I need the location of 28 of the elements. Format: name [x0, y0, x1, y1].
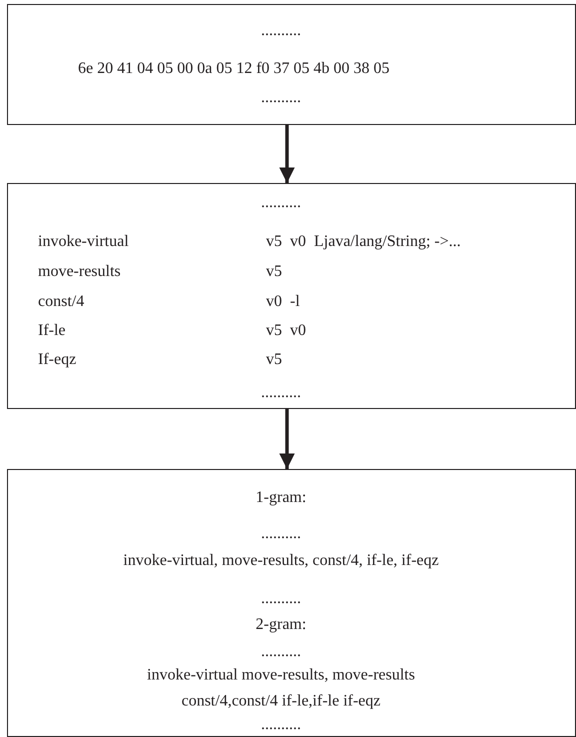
- node-text: ..........: [260, 193, 302, 214]
- node-text: invoke-virtual: [38, 232, 129, 252]
- node-text: v5: [266, 350, 282, 370]
- node-text: 6e 20 41 04 05 00 0a 05 12 f0 37 05 4b 00 38 05: [78, 59, 390, 80]
- node-text: ..........: [260, 715, 302, 736]
- node-text: invoke-virtual move-results, move-results const/4,const/4 if-le,if-le if-eqz: [146, 665, 416, 711]
- arrow: [279, 409, 295, 469]
- node-text: 2-gram:: [254, 615, 308, 636]
- node-text: ..........: [260, 21, 302, 42]
- node-text: const/4: [38, 292, 84, 312]
- node-text: ..........: [260, 524, 302, 544]
- node-text: invoke-virtual, move-results, const/4, if-le, if-eqz: [122, 551, 440, 572]
- node-text: If-eqz: [38, 350, 76, 370]
- process-box: [7, 469, 576, 737]
- node-text: ..........: [260, 88, 302, 108]
- node-text: v5 v0 Ljava/lang/String; ->...: [266, 232, 461, 252]
- arrow: [279, 125, 295, 183]
- process-box: [7, 4, 576, 125]
- node-text: v5 v0: [266, 321, 306, 342]
- node-text: move-results: [38, 262, 121, 282]
- node-text: ..........: [260, 589, 302, 610]
- node-text: If-le: [38, 321, 66, 342]
- node-text: v5: [266, 262, 282, 282]
- node-text: v0 -l: [266, 292, 300, 312]
- node-text: 1-gram:: [254, 488, 308, 508]
- node-text: ..........: [260, 642, 302, 662]
- node-text: ..........: [260, 383, 302, 404]
- process-box: [7, 183, 576, 409]
